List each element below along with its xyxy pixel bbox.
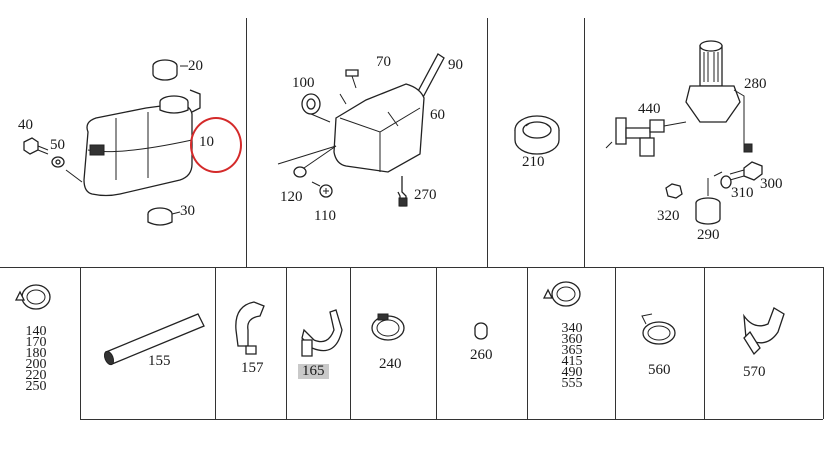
label-group-140-250: 140 170 180 200 220 250 <box>16 324 56 394</box>
highlight-circle <box>190 117 242 173</box>
label-part-240[interactable]: 240 <box>379 356 402 372</box>
label-part-20[interactable]: 20 <box>188 58 203 74</box>
label-part-30[interactable]: 30 <box>180 203 195 219</box>
label-part-220[interactable]: 220 <box>25 368 47 383</box>
label-part-310[interactable]: 310 <box>731 185 754 201</box>
label-part-340[interactable]: 340 <box>561 321 583 336</box>
divider-row2-2 <box>215 267 216 419</box>
label-part-250[interactable]: 250 <box>25 379 47 394</box>
label-part-155[interactable]: 155 <box>148 353 171 369</box>
label-part-90[interactable]: 90 <box>448 57 463 73</box>
label-part-320[interactable]: 320 <box>657 208 680 224</box>
label-part-165[interactable]: 165 <box>298 364 329 379</box>
divider-row2-5 <box>436 267 437 419</box>
divider-row <box>0 267 823 268</box>
divider-row2-6 <box>527 267 528 419</box>
label-part-360[interactable]: 360 <box>561 332 583 347</box>
label-part-300[interactable]: 300 <box>760 176 783 192</box>
label-part-70[interactable]: 70 <box>376 54 391 70</box>
label-part-440[interactable]: 440 <box>638 101 661 117</box>
label-part-60[interactable]: 60 <box>430 107 445 123</box>
panel4-drawing <box>605 40 763 225</box>
label-part-290[interactable]: 290 <box>697 227 720 243</box>
divider-top-2 <box>487 18 488 267</box>
divider-row2-8 <box>704 267 705 419</box>
label-part-260[interactable]: 260 <box>470 347 493 363</box>
label-part-170[interactable]: 170 <box>25 335 47 350</box>
divider-top-3 <box>584 18 585 267</box>
label-part-200[interactable]: 200 <box>25 357 47 372</box>
label-part-490[interactable]: 490 <box>561 365 583 380</box>
divider-top-1 <box>246 18 247 267</box>
divider-row2-4 <box>350 267 351 419</box>
panel2-drawing <box>277 53 445 207</box>
divider-row2-3 <box>286 267 287 419</box>
label-part-555[interactable]: 555 <box>561 376 583 391</box>
divider-bottom <box>80 419 823 420</box>
label-part-560[interactable]: 560 <box>648 362 671 378</box>
label-part-100[interactable]: 100 <box>292 75 315 91</box>
label-group-340-555: 340 360 365 415 490 555 <box>552 321 592 391</box>
divider-row2-9 <box>823 267 824 419</box>
label-part-157[interactable]: 157 <box>241 360 264 376</box>
label-part-280[interactable]: 280 <box>744 76 767 92</box>
label-part-110[interactable]: 110 <box>314 208 336 224</box>
label-part-270[interactable]: 270 <box>414 187 437 203</box>
label-part-180[interactable]: 180 <box>25 346 47 361</box>
label-part-50[interactable]: 50 <box>50 137 65 153</box>
label-part-10[interactable]: 10 <box>199 134 214 150</box>
panel3-drawing <box>514 115 560 155</box>
label-part-140[interactable]: 140 <box>25 324 47 339</box>
label-part-210[interactable]: 210 <box>522 154 545 170</box>
label-part-415[interactable]: 415 <box>561 354 583 369</box>
divider-row2-7 <box>615 267 616 419</box>
divider-row2-1 <box>80 267 81 419</box>
label-part-120[interactable]: 120 <box>280 189 303 205</box>
label-part-40[interactable]: 40 <box>18 117 33 133</box>
label-part-570[interactable]: 570 <box>743 364 766 380</box>
label-part-365[interactable]: 365 <box>561 343 583 358</box>
